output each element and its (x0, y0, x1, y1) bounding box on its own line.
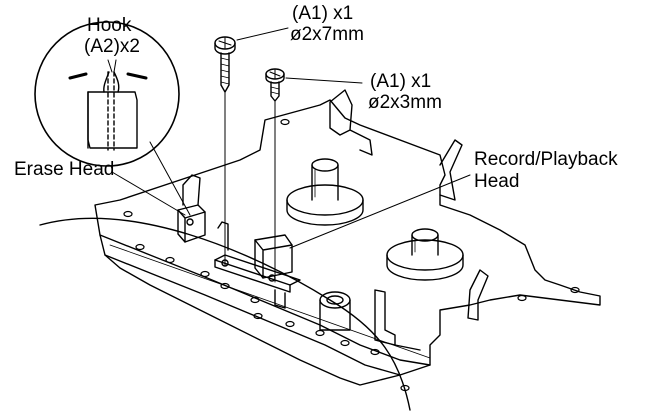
left-reel-spindle (286, 158, 364, 226)
right-lower-tab (467, 269, 489, 321)
short-screw-drawing (265, 68, 285, 102)
long-screw-drawing (214, 36, 236, 93)
right-upper-tab (439, 139, 463, 201)
upper-bracket (329, 89, 373, 156)
front-strip (99, 234, 431, 366)
right-reel-spindle (386, 228, 464, 281)
hook-detail-callout (34, 21, 180, 167)
cabinet-curve (39, 217, 411, 411)
chassis-outline (94, 99, 601, 386)
record-playback-label-line2: Head (474, 171, 520, 192)
record-playback-head-drawing (214, 221, 301, 309)
long-screw-count-label: (A1) x1 (292, 3, 354, 24)
hook-label: Hook (87, 15, 132, 36)
center-bracket (374, 289, 421, 351)
short-screw-leader (285, 77, 363, 84)
capstan-spindle (319, 291, 351, 331)
erase-head-leader (111, 171, 186, 216)
record-playback-leader (289, 174, 471, 249)
hook-count-label: (A2)x2 (84, 36, 140, 57)
short-screw-size-label: ø2x3mm (368, 92, 442, 113)
callout-leader (149, 141, 191, 216)
long-screw-leader (236, 27, 289, 41)
record-playback-label-line1: Record/Playback (474, 149, 618, 170)
erase-head-label: Erase Head (14, 159, 115, 180)
long-screw-size-label: ø2x7mm (290, 24, 364, 45)
short-screw-count-label: (A1) x1 (370, 71, 432, 92)
